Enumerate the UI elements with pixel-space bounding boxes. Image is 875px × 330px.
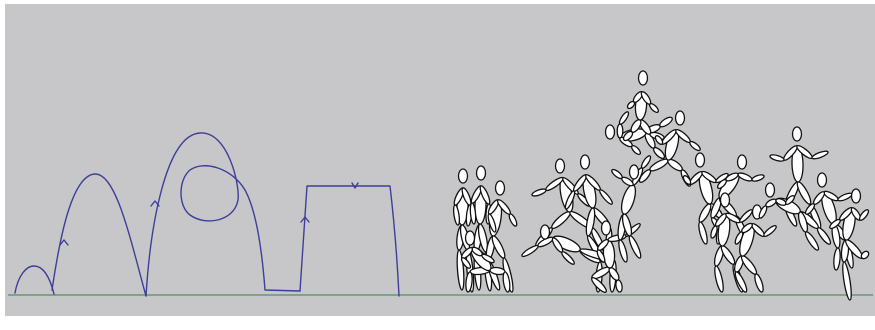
diagram-svg [0, 0, 875, 330]
animation-sketch-canvas [0, 0, 875, 330]
